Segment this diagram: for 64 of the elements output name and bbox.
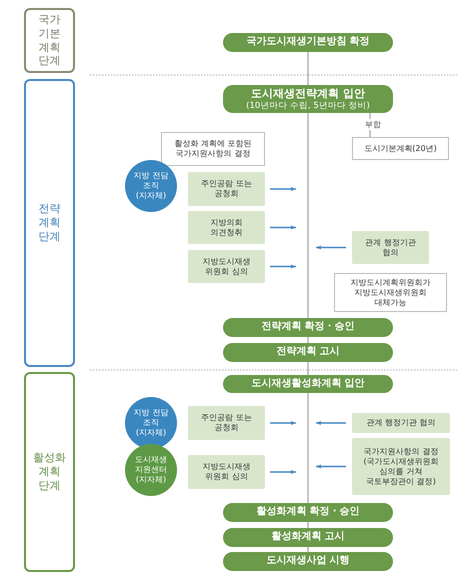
box-text: 지방도시재생 위원회 심의 xyxy=(202,462,252,482)
box-text: 전략계획 확정・승인 xyxy=(261,321,355,334)
box-text: 활성화 계획 단계 xyxy=(33,451,66,493)
edge-label: 부합 xyxy=(364,119,382,130)
box-text: 도시기본계획(20년) xyxy=(364,144,437,154)
box-text: 활성화계획 확정・승인 xyxy=(256,506,360,519)
box-text: 지방 전담 조직 (지자체) xyxy=(132,408,170,438)
note-box xyxy=(161,132,265,166)
box-text: 지방도시계획위원회가 지방도시재생위원회 대체가능 xyxy=(350,278,432,308)
box-text: 전략 계획 단계 xyxy=(38,202,62,244)
arrow xyxy=(316,464,346,468)
task-box xyxy=(188,406,265,440)
box-text: 도시재생활성화계획 입안 xyxy=(251,378,365,390)
arrow xyxy=(316,246,346,250)
box-text: 관계 행정기관 협의 xyxy=(364,238,417,258)
task-box xyxy=(352,438,450,495)
task-box xyxy=(188,211,265,244)
box-text: 활성화 계획에 포함된 국가지원사항의 결정 xyxy=(173,139,253,159)
box-text: 지방도시재생 위원회 심의 xyxy=(202,256,252,276)
arrow xyxy=(270,470,296,474)
box-text: 국가도시재생기본방침 확정 xyxy=(246,36,370,49)
arrow xyxy=(316,421,346,425)
note-box xyxy=(352,137,449,160)
step-pill xyxy=(223,33,393,52)
box-text: 전략계획 고시 xyxy=(276,346,340,359)
stage-box xyxy=(24,79,75,367)
box-text: 활성화계획 고시 xyxy=(271,531,345,544)
step-pill xyxy=(223,85,393,113)
box-text: 도시재생사업 시행 xyxy=(266,555,350,568)
task-box xyxy=(352,413,450,433)
box-text: 지방의회 의견청취 xyxy=(210,218,244,238)
task-box xyxy=(188,455,265,489)
box-text: 도시재생전략계획 입안 xyxy=(251,86,365,101)
connector-line xyxy=(307,113,309,318)
box-subtext: (10년마다 수립, 5년마다 정비) xyxy=(246,100,370,112)
task-box xyxy=(188,172,265,206)
arrow xyxy=(270,264,296,268)
connector-line xyxy=(307,362,309,375)
arrow xyxy=(270,421,296,425)
arrow xyxy=(270,187,296,191)
agency-circle xyxy=(125,160,177,212)
step-pill xyxy=(223,528,393,547)
connector-line xyxy=(307,393,309,503)
box-text: 도시재생 지원센터 (지자체) xyxy=(134,455,168,485)
step-pill xyxy=(223,503,393,522)
step-pill xyxy=(223,552,393,571)
box-text: 주인공람 또는 공청회 xyxy=(200,413,253,433)
note-box xyxy=(334,273,447,312)
box-text: 국가지원사항의 결정 (국가도시재생위원회 심의를 거쳐 국토부장관이 결정) xyxy=(362,446,440,486)
step-pill xyxy=(223,318,393,337)
task-box xyxy=(188,250,265,283)
task-box xyxy=(352,231,429,264)
stage-box xyxy=(24,372,75,572)
step-pill xyxy=(223,375,393,393)
box-text: 국가 기본 계획 단계 xyxy=(38,13,62,68)
box-text: 지방 전담 조직 (지자체) xyxy=(132,171,170,201)
agency-circle xyxy=(125,444,177,496)
connector-line xyxy=(307,52,309,85)
box-text: 관계 행정기관 협의 xyxy=(366,418,436,428)
box-text: 주인공람 또는 공청회 xyxy=(200,179,253,199)
step-pill xyxy=(223,343,393,362)
agency-circle xyxy=(125,397,177,449)
arrow xyxy=(270,226,296,230)
stage-box xyxy=(24,8,75,73)
